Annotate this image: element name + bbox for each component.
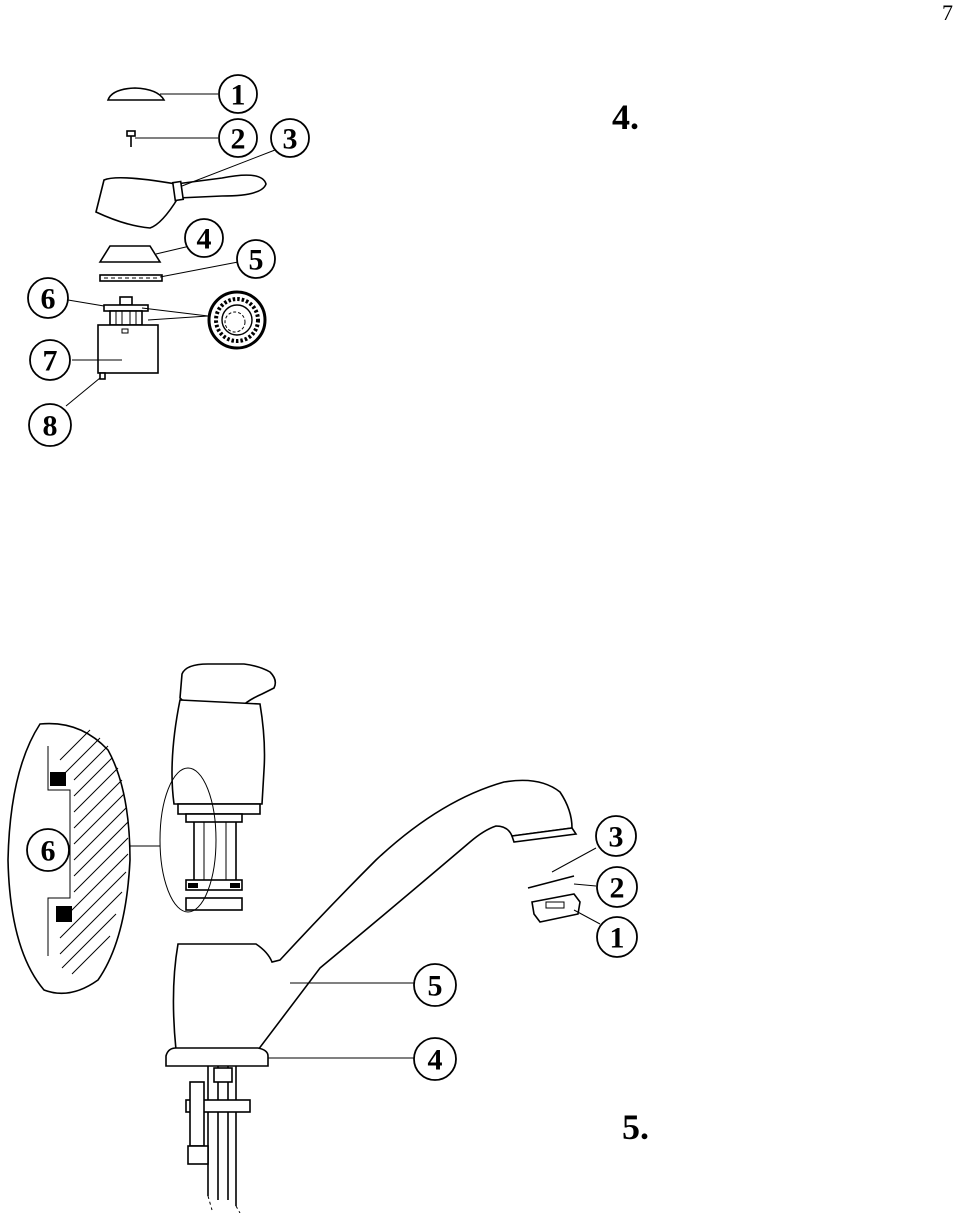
svg-text:5: 5 <box>428 970 443 1003</box>
mounting-hardware <box>185 1066 251 1213</box>
svg-text:4: 4 <box>197 223 212 256</box>
lever-handle-part <box>95 174 267 229</box>
callout-5-5: 5 <box>413 963 457 1007</box>
spline-stem-part <box>103 296 149 326</box>
figure-4-diagram: 1 2 3 4 5 6 7 8 <box>27 74 310 447</box>
svg-text:8: 8 <box>43 410 58 443</box>
figure-5-label: 5. <box>622 1107 649 1147</box>
faucet-spout-body <box>172 779 573 1051</box>
callout-5-1: 1 <box>596 916 638 958</box>
base-plate <box>165 1047 269 1067</box>
callout-4-8: 8 <box>28 403 72 447</box>
callout-4-1: 1 <box>218 74 258 114</box>
svg-text:2: 2 <box>231 123 246 156</box>
svg-text:6: 6 <box>41 835 56 868</box>
seal-detail-view <box>7 722 131 995</box>
svg-text:1: 1 <box>231 79 246 112</box>
svg-text:4: 4 <box>428 1044 443 1077</box>
callout-5-2: 2 <box>596 866 638 908</box>
svg-text:6: 6 <box>41 283 56 316</box>
callout-4-5: 5 <box>236 239 276 279</box>
svg-text:3: 3 <box>283 123 298 156</box>
callout-5-6: 6 <box>26 828 70 872</box>
svg-text:2: 2 <box>610 872 625 905</box>
spline-detail-part <box>207 290 267 350</box>
svg-text:1: 1 <box>610 922 625 955</box>
screw-part <box>126 130 136 147</box>
callout-4-3: 3 <box>270 118 310 158</box>
pin-part <box>99 372 106 380</box>
detail-indicator-ellipse <box>159 767 217 913</box>
cover-ring-part <box>98 245 162 263</box>
callout-5-3: 3 <box>595 815 637 857</box>
callout-4-2: 2 <box>218 118 258 158</box>
page-number: 7 <box>942 0 953 25</box>
callout-5-4: 4 <box>413 1037 457 1081</box>
cap-part <box>106 87 166 101</box>
figure-4-label: 4. <box>612 97 639 137</box>
callout-4-7: 7 <box>29 339 71 381</box>
upper-lever-handle <box>179 663 277 709</box>
svg-text:7: 7 <box>43 345 58 378</box>
figure-5-diagram: 3 2 1 5 4 6 <box>7 663 638 1213</box>
plate-part <box>99 274 163 282</box>
upper-valve-body <box>171 699 266 805</box>
svg-text:3: 3 <box>609 821 624 854</box>
svg-text:5: 5 <box>249 244 264 277</box>
callout-4-4: 4 <box>184 218 224 258</box>
callout-4-6: 6 <box>27 277 69 319</box>
aerator-parts <box>527 875 581 923</box>
